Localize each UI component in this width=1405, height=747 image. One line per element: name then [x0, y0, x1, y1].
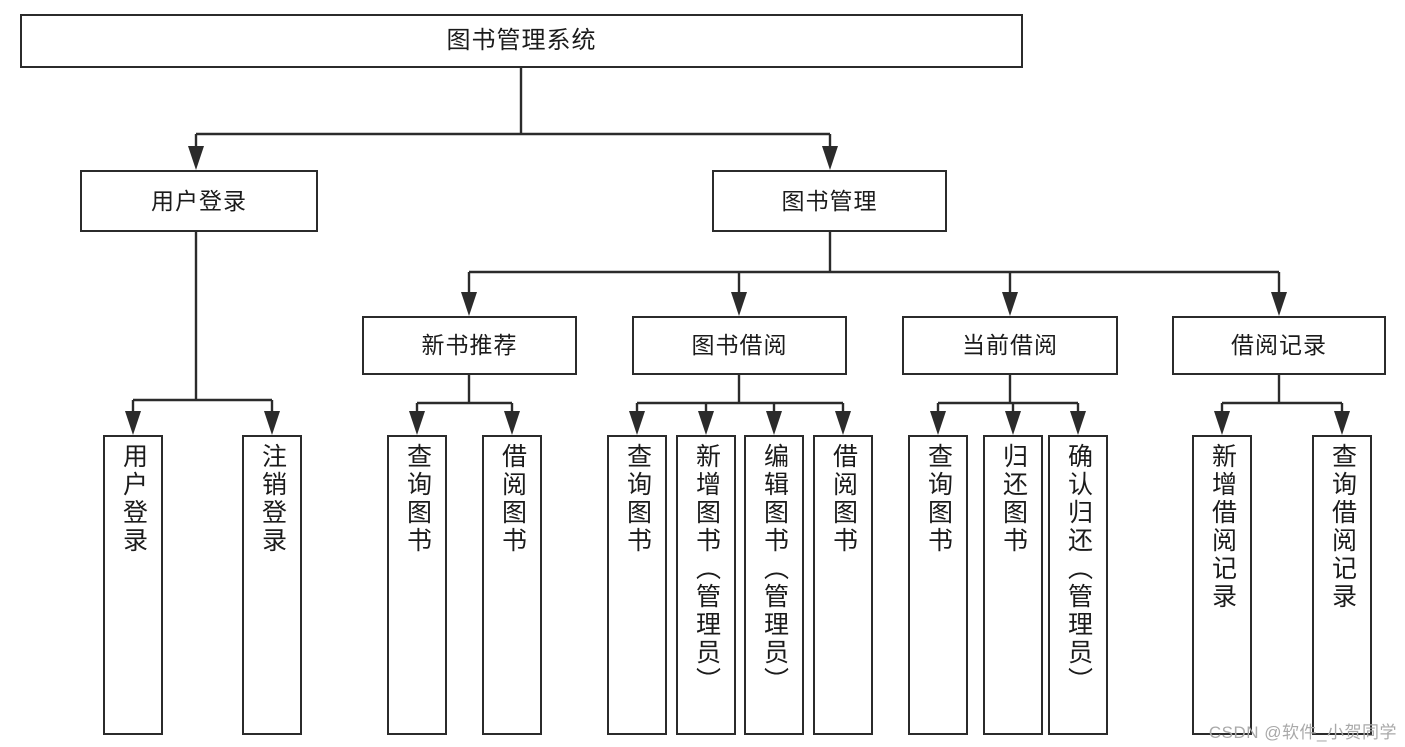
- node-book-borrow[interactable]: 图书借阅: [632, 316, 847, 375]
- node-label: 查询图书: [623, 443, 652, 555]
- node-label: 图书管理系统: [446, 27, 597, 54]
- node-root-system[interactable]: 图书管理系统: [20, 14, 1023, 68]
- node-label: 新书推荐: [421, 332, 518, 359]
- arrow-leaf-add-borrow-record: [1214, 411, 1230, 435]
- arrow-leaf-return-book: [1005, 411, 1021, 435]
- node-label: 查询图书: [924, 443, 953, 555]
- node-label: 确认归还（管理员）: [1064, 443, 1093, 695]
- node-label: 归还图书: [999, 443, 1028, 555]
- arrow-leaf-add-book-admin: [698, 411, 714, 435]
- node-label: 用户登录: [151, 187, 247, 214]
- arrow-borrow-record: [1271, 292, 1287, 316]
- node-label: 编辑图书（管理员）: [760, 443, 789, 695]
- node-label: 注销登录: [258, 443, 287, 555]
- node-leaf-user-login[interactable]: 用户登录: [103, 435, 163, 735]
- node-label: 新增图书（管理员）: [692, 443, 721, 695]
- arrow-new-book-rec: [461, 292, 477, 316]
- arrow-leaf-user-login: [125, 411, 141, 435]
- arrow-leaf-user-logout: [264, 411, 280, 435]
- node-leaf-confirm-return-admin[interactable]: 确认归还（管理员）: [1048, 435, 1108, 735]
- node-label: 借阅记录: [1231, 332, 1327, 359]
- node-leaf-query-borrow-record[interactable]: 查询借阅记录: [1312, 435, 1372, 735]
- node-label: 借阅图书: [498, 443, 527, 555]
- node-user-login[interactable]: 用户登录: [80, 170, 318, 232]
- node-label: 查询图书: [403, 443, 432, 555]
- arrow-leaf-edit-book-admin: [766, 411, 782, 435]
- node-label: 当前借阅: [962, 332, 1058, 359]
- node-label: 图书借阅: [691, 332, 788, 359]
- node-leaf-cur-query-book[interactable]: 查询图书: [908, 435, 968, 735]
- node-label: 用户登录: [119, 443, 148, 555]
- node-label: 查询借阅记录: [1328, 443, 1357, 611]
- watermark: CSDN @软件_小贺同学: [1208, 723, 1397, 742]
- node-book-manage[interactable]: 图书管理: [712, 170, 947, 232]
- arrow-leaf-borrow-query-book: [629, 411, 645, 435]
- node-label: 新增借阅记录: [1208, 443, 1237, 611]
- node-current-borrow[interactable]: 当前借阅: [902, 316, 1118, 375]
- node-leaf-return-book[interactable]: 归还图书: [983, 435, 1043, 735]
- arrow-leaf-confirm-return-admin: [1070, 411, 1086, 435]
- arrow-bookmanage: [822, 146, 838, 170]
- node-leaf-add-borrow-record[interactable]: 新增借阅记录: [1192, 435, 1252, 735]
- node-label: 图书管理: [781, 187, 878, 214]
- arrow-leaf-borrow-book: [835, 411, 851, 435]
- node-leaf-edit-book-admin[interactable]: 编辑图书（管理员）: [744, 435, 804, 735]
- arrow-leaf-query-borrow-record: [1334, 411, 1350, 435]
- node-leaf-borrow-query-book[interactable]: 查询图书: [607, 435, 667, 735]
- node-new-book-rec[interactable]: 新书推荐: [362, 316, 577, 375]
- node-leaf-add-book-admin[interactable]: 新增图书（管理员）: [676, 435, 736, 735]
- node-leaf-user-logout[interactable]: 注销登录: [242, 435, 302, 735]
- node-label: 借阅图书: [829, 443, 858, 555]
- arrow-leaf-rec-borrow-book: [504, 411, 520, 435]
- node-borrow-record[interactable]: 借阅记录: [1172, 316, 1386, 375]
- node-leaf-rec-borrow-book[interactable]: 借阅图书: [482, 435, 542, 735]
- node-leaf-rec-query-book[interactable]: 查询图书: [387, 435, 447, 735]
- arrow-book-borrow: [731, 292, 747, 316]
- arrow-current-borrow: [1002, 292, 1018, 316]
- arrow-leaf-rec-query-book: [409, 411, 425, 435]
- node-leaf-borrow-book[interactable]: 借阅图书: [813, 435, 873, 735]
- arrow-leaf-cur-query-book: [930, 411, 946, 435]
- arrow-userlogin: [188, 146, 204, 170]
